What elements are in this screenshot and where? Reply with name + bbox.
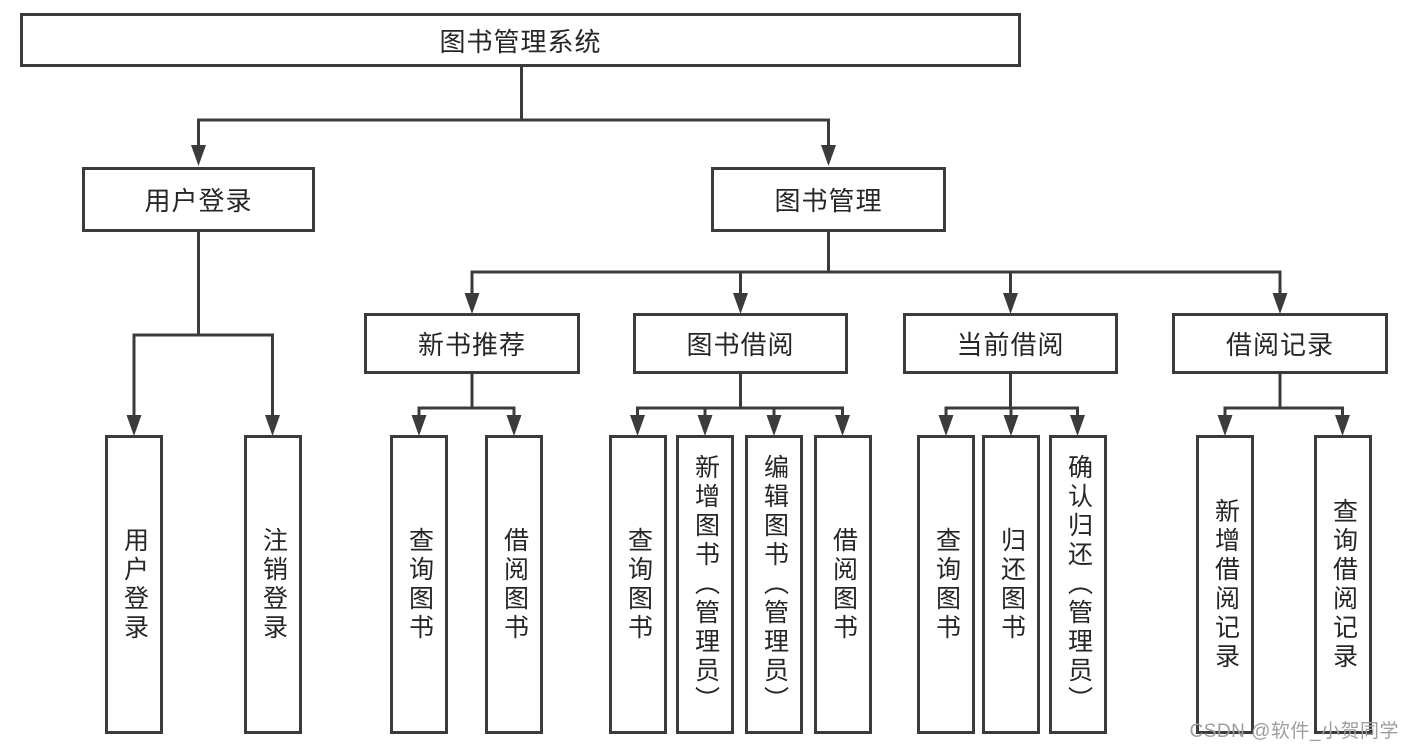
connector-user-login-branch (132, 230, 274, 418)
leaf-box-query-books-borrow: 查询图书 (609, 435, 667, 734)
leaf-box-add-borrow-record: 新增借阅记录 (1196, 435, 1254, 734)
connector-borrow-record-branch (1223, 374, 1344, 418)
csdn-watermark: CSDN @软件_小贺同学 (1189, 721, 1399, 742)
connector-book-management-branch (470, 230, 1282, 296)
arrowheads (126, 145, 1350, 436)
connector-current-borrow-branch (944, 374, 1079, 418)
leaf-box-borrow-books-recommend: 借阅图书 (485, 435, 543, 734)
level2-box-book-management: 图书管理 (711, 167, 946, 232)
leaf-box-return-books: 归还图书 (982, 435, 1040, 734)
level2-box-user-login: 用户登录 (82, 167, 315, 232)
leaf-box-edit-book-admin: 编辑图书（管理员） (745, 435, 803, 734)
leaf-box-confirm-return-admin: 确认归还（管理员） (1049, 435, 1107, 734)
leaf-box-logout: 注销登录 (244, 435, 302, 734)
root-box-library-system: 图书管理系统 (20, 13, 1021, 67)
level3-box-book-borrow: 图书借阅 (633, 313, 848, 374)
leaf-box-query-books-recommend: 查询图书 (390, 435, 448, 734)
leaf-box-query-books-current: 查询图书 (917, 435, 975, 734)
leaf-box-user-login: 用户登录 (105, 435, 163, 734)
level3-box-current-borrow: 当前借阅 (903, 313, 1118, 374)
level3-box-borrow-records: 借阅记录 (1172, 313, 1388, 374)
leaf-box-add-book-admin: 新增图书（管理员） (676, 435, 734, 734)
level3-box-new-book-recommend: 新书推荐 (364, 313, 580, 374)
connector-book-borrow-branch (636, 374, 844, 418)
connector-new-book-branch (417, 374, 516, 418)
leaf-box-query-borrow-record: 查询借阅记录 (1314, 435, 1372, 734)
leaf-box-borrow-books: 借阅图书 (814, 435, 872, 734)
connector-root-to-level2 (197, 67, 830, 148)
